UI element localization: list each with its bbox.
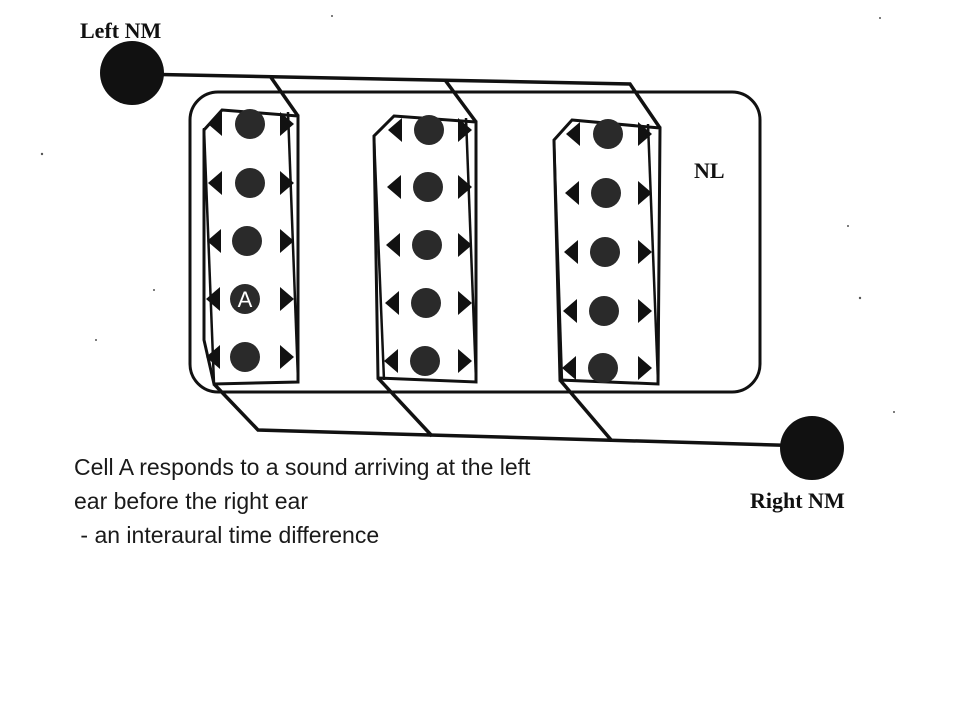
- cell-a-label: A: [238, 287, 253, 312]
- nl-cell: [410, 346, 440, 376]
- left-nm-axon: [134, 72, 662, 129]
- nl-cell: [413, 172, 443, 202]
- nl-cell: [593, 119, 623, 149]
- right-nm-neuron: [780, 416, 844, 480]
- nl-label: NL: [694, 158, 725, 183]
- caption: Cell A responds to a sound arriving at t…: [74, 450, 714, 552]
- nl-cell: [232, 226, 262, 256]
- nl-cell: [414, 115, 444, 145]
- caption-line-3: - an interaural time difference: [74, 522, 380, 548]
- nl-cell: [588, 353, 618, 383]
- caption-line-1: Cell A responds to a sound arriving at t…: [74, 454, 531, 480]
- nl-column-3: [552, 118, 662, 386]
- scan-speckles: [40, 15, 895, 413]
- column-1-terminals: [206, 112, 294, 369]
- right-nm-label: Right NM: [750, 488, 845, 513]
- nl-cell: [589, 296, 619, 326]
- left-nm-label: Left NM: [80, 18, 161, 43]
- nl-cell: [230, 342, 260, 372]
- left-nm-neuron: [100, 41, 164, 105]
- column-3-outline: [552, 118, 662, 386]
- column-2-terminals: [384, 118, 472, 373]
- nl-cell-a: [230, 284, 260, 314]
- nl-cell: [235, 168, 265, 198]
- column-2-outline: [372, 114, 478, 384]
- nl-cell: [412, 230, 442, 260]
- column-2-cells: [410, 115, 444, 376]
- nl-cell: [591, 178, 621, 208]
- nl-column-2: [372, 114, 478, 384]
- caption-line-2: ear before the right ear: [74, 488, 308, 514]
- right-nm-axon: [212, 376, 811, 448]
- nl-column-1: [202, 108, 300, 386]
- nl-cell: [235, 109, 265, 139]
- column-3-cells: [588, 119, 623, 383]
- column-1-cells: [230, 109, 265, 372]
- column-3-terminals: [562, 122, 652, 380]
- nl-cell: [590, 237, 620, 267]
- nl-boundary: [188, 90, 762, 394]
- nl-cell: [411, 288, 441, 318]
